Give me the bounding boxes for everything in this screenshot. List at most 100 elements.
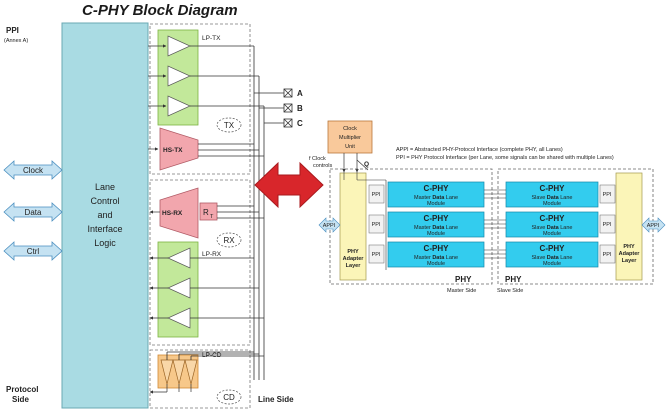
clock-distribution bbox=[343, 172, 387, 270]
hs-tx-label: HS-TX bbox=[163, 147, 183, 154]
svg-text:PPI: PPI bbox=[372, 252, 381, 258]
svg-text:Slave Data Lane: Slave Data Lane bbox=[532, 225, 573, 231]
master-side-label: Master Side bbox=[447, 288, 476, 294]
pin-b: B bbox=[283, 103, 303, 113]
svg-text:C-PHY: C-PHY bbox=[424, 244, 450, 253]
svg-text:Master Data Lane: Master Data Lane bbox=[414, 255, 458, 261]
slave-appi-arrow: APPI bbox=[641, 217, 666, 233]
master-adapter-line1: PHY bbox=[347, 249, 359, 255]
rx-dashed-group bbox=[149, 179, 251, 346]
slave-adapter-line1: PHY bbox=[623, 244, 635, 250]
svg-text:C-PHY: C-PHY bbox=[540, 214, 566, 223]
svg-text:A: A bbox=[297, 89, 303, 98]
svg-text:Data: Data bbox=[25, 208, 42, 217]
line-bus bbox=[166, 45, 284, 380]
lp-tx-drivers bbox=[167, 35, 191, 117]
lane-control-block bbox=[61, 22, 149, 409]
hs-rx-label: HS-RX bbox=[162, 210, 183, 217]
svg-text:C-PHY: C-PHY bbox=[424, 214, 450, 223]
svg-text:Master Data Lane: Master Data Lane bbox=[414, 225, 458, 231]
lp-cd-label: LP-CD bbox=[202, 352, 222, 359]
cmu-line3: Unit bbox=[345, 144, 355, 150]
tx-dashed-group bbox=[149, 23, 251, 175]
rx-marker bbox=[216, 232, 242, 248]
protocol-side-label-2: Side bbox=[12, 395, 29, 404]
tx-label: TX bbox=[224, 121, 235, 130]
left-block-diagram: PPI (Annex A) Lane Control and Interface… bbox=[3, 22, 303, 409]
signal-arrow-data: Data bbox=[3, 202, 63, 222]
red-double-arrow bbox=[254, 161, 324, 209]
clock-controls-label-2: controls bbox=[313, 163, 333, 169]
lane-row-1: PPI C-PHY Master Data Lane Module C-PHY … bbox=[368, 181, 616, 208]
diagram-title: C-PHY Block Diagram bbox=[82, 2, 238, 19]
svg-text:PPI: PPI bbox=[603, 252, 612, 258]
svg-text:C: C bbox=[297, 119, 303, 128]
svg-text:PPI: PPI bbox=[372, 192, 381, 198]
rt-termination-block bbox=[199, 202, 218, 221]
svg-text:PPI: PPI bbox=[372, 222, 381, 228]
hs-rx-block bbox=[159, 187, 199, 239]
ppi-annex-label: (Annex A) bbox=[4, 38, 28, 44]
pin-a: A bbox=[283, 88, 303, 98]
cd-label: CD bbox=[223, 393, 235, 402]
lp-tx-label: LP-TX bbox=[202, 35, 221, 42]
signal-arrow-clock: Clock bbox=[3, 160, 63, 180]
hs-tx-block bbox=[159, 127, 199, 171]
svg-text:PPI: PPI bbox=[603, 222, 612, 228]
ppi-label: PPI bbox=[6, 26, 19, 35]
rt-subscript: T bbox=[210, 214, 214, 220]
svg-text:C-PHY: C-PHY bbox=[540, 244, 566, 253]
lane-control-label: Lane Control and Interface Logic bbox=[87, 182, 122, 248]
ppi-definition: PPI = PHY Protocol Interface (per Lane, … bbox=[396, 155, 614, 161]
right-block-diagram: Clock Multiplier Unit f Clock controls Q… bbox=[309, 120, 666, 294]
svg-text:Module: Module bbox=[543, 201, 561, 207]
svg-text:Ctrl: Ctrl bbox=[27, 247, 40, 256]
lane-row-3: PPI C-PHY Master Data Lane Module C-PHY … bbox=[368, 241, 616, 268]
svg-text:Module: Module bbox=[427, 231, 445, 237]
protocol-side-label: Protocol bbox=[6, 385, 38, 394]
slave-phy-label: PHY bbox=[505, 275, 522, 284]
signal-arrow-ctrl: Ctrl bbox=[3, 241, 63, 261]
svg-text:Module: Module bbox=[543, 231, 561, 237]
master-adapter-layer bbox=[339, 172, 367, 281]
svg-text:C-PHY: C-PHY bbox=[540, 184, 566, 193]
slave-adapter-line2: Adapter bbox=[619, 251, 641, 257]
rt-label: R bbox=[203, 208, 209, 217]
svg-text:Module: Module bbox=[543, 261, 561, 267]
svg-text:Interface: Interface bbox=[87, 224, 122, 234]
tx-marker bbox=[216, 117, 242, 133]
svg-text:Clock: Clock bbox=[23, 166, 44, 175]
cmu-line2: Multiplier bbox=[339, 135, 361, 141]
svg-text:APPI: APPI bbox=[323, 223, 336, 229]
svg-text:Module: Module bbox=[427, 201, 445, 207]
master-adapter-line3: Layer bbox=[346, 263, 362, 269]
appi-definition: APPI = Abstracted PHY-Protocol Interface… bbox=[396, 147, 563, 153]
svg-text:Master Data Lane: Master Data Lane bbox=[414, 195, 458, 201]
cd-marker bbox=[216, 389, 242, 405]
svg-text:Slave Data Lane: Slave Data Lane bbox=[532, 195, 573, 201]
clock-controls-label: f Clock bbox=[309, 156, 326, 162]
svg-text:Module: Module bbox=[427, 261, 445, 267]
lp-rx-label: LP-RX bbox=[202, 251, 222, 258]
clock-multiplier-unit bbox=[327, 120, 373, 154]
svg-text:PPI: PPI bbox=[603, 192, 612, 198]
rx-label: RX bbox=[223, 236, 235, 245]
cd-dashed-group bbox=[149, 349, 251, 409]
line-side-label: Line Side bbox=[258, 395, 294, 404]
svg-text:Lane: Lane bbox=[95, 182, 115, 192]
lane-row-2: PPI C-PHY Master Data Lane Module C-PHY … bbox=[368, 211, 616, 238]
master-adapter-line2: Adapter bbox=[343, 256, 365, 262]
slave-side-label: Slave Side bbox=[497, 288, 523, 294]
svg-text:C-PHY: C-PHY bbox=[424, 184, 450, 193]
master-phy-label: PHY bbox=[455, 275, 472, 284]
svg-text:Slave Data Lane: Slave Data Lane bbox=[532, 255, 573, 261]
cmu-line1: Clock bbox=[343, 126, 357, 132]
control-lines bbox=[148, 44, 192, 394]
master-appi-arrow: APPI bbox=[318, 217, 341, 233]
svg-text:and: and bbox=[97, 210, 112, 220]
svg-text:Control: Control bbox=[90, 196, 119, 206]
slave-adapter-line3: Layer bbox=[622, 258, 638, 264]
svg-text:APPI: APPI bbox=[647, 223, 660, 229]
lp-cd-detectors bbox=[160, 359, 198, 385]
